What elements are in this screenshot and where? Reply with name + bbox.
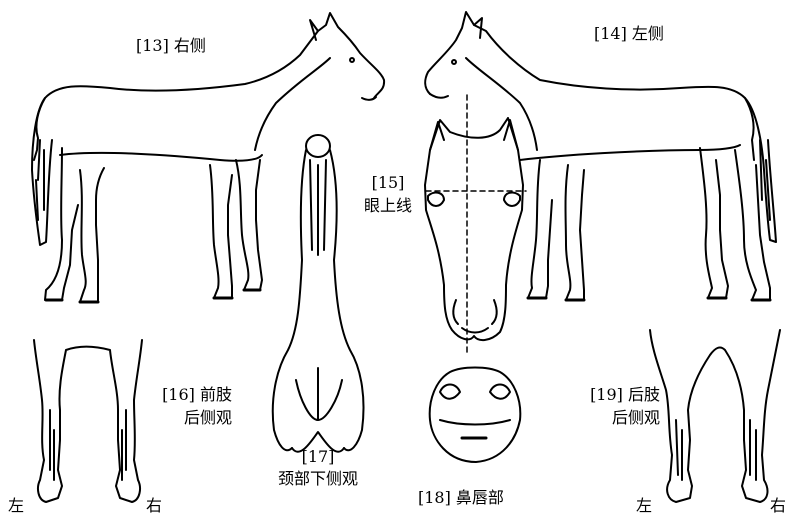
label-15-number: [15] xyxy=(362,173,414,192)
label-17-neck-underside: 颈部下侧观 xyxy=(264,469,372,488)
label-18-nose-lips: [18] 鼻唇部 xyxy=(418,488,504,507)
label-13-right-side: [13] 右侧 xyxy=(136,36,206,55)
label-14-left-side: [14] 左侧 xyxy=(594,24,664,43)
nose-lips-drawing xyxy=(430,368,521,463)
neck-underside-drawing xyxy=(273,135,364,452)
label-left-front: 左 xyxy=(8,496,24,515)
label-15-eye-line: 眼上线 xyxy=(355,196,421,215)
hind-legs-rear-view-drawing xyxy=(650,330,780,502)
label-17-number: [17] xyxy=(288,447,348,466)
label-16-rear-view: 后侧观 xyxy=(120,408,232,427)
label-16-number: [16] 前肢 xyxy=(120,385,232,404)
label-19-rear-view: 后侧观 xyxy=(548,408,660,427)
horse-left-side-drawing xyxy=(425,12,776,300)
label-right-hind: 右 xyxy=(770,496,786,515)
label-right-front: 右 xyxy=(146,496,162,515)
horse-head-front-drawing xyxy=(425,95,526,355)
label-left-hind: 左 xyxy=(636,496,652,515)
label-19-number: [19] 后肢 xyxy=(548,385,660,404)
